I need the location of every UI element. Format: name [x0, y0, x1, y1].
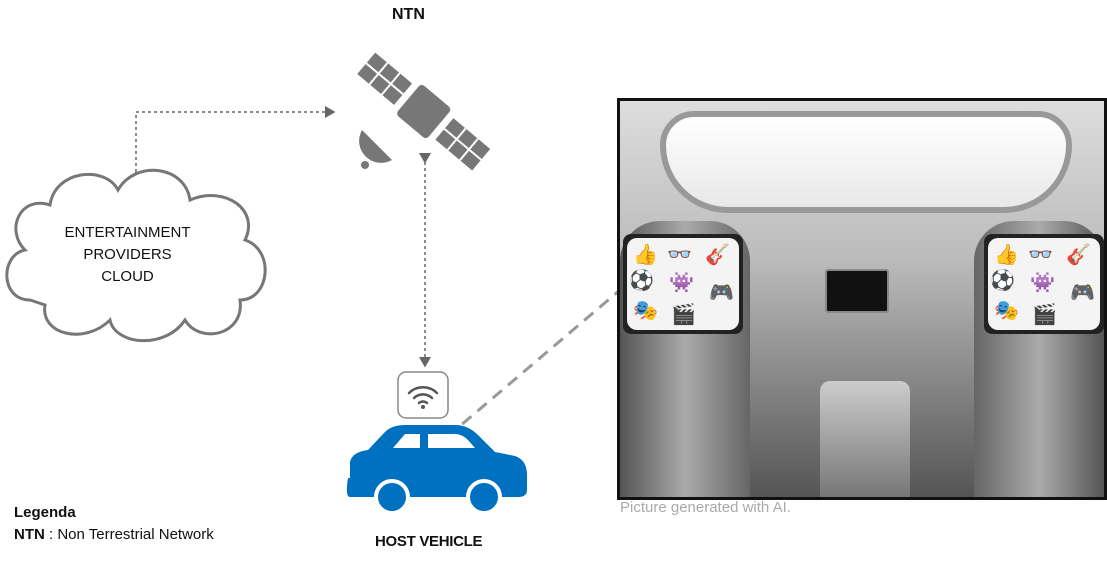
legend: Legenda NTN : Non Terrestrial Network	[14, 502, 214, 546]
guitar-icon: 🎸	[705, 244, 730, 266]
3d-glasses-icon: 👓	[1028, 244, 1053, 266]
guitar-icon: 🎸	[1066, 244, 1091, 266]
legend-title: Legenda	[14, 504, 76, 521]
cloud-label-line: PROVIDERS	[83, 246, 172, 263]
legend-definition: : Non Terrestrial Network	[44, 526, 214, 543]
theater-masks-icon: 🎭	[994, 300, 1019, 322]
creature-icon: 👾	[1030, 272, 1055, 294]
cloud-label-line: CLOUD	[101, 268, 154, 285]
creature-icon: 👾	[669, 272, 694, 294]
clapperboard-icon: 🎬	[671, 304, 696, 326]
photo-caption: Picture generated with AI.	[620, 499, 791, 516]
soccer-ball-icon: ⚽	[629, 270, 654, 292]
vehicle-screen-link	[446, 288, 621, 439]
cloud-icon	[5, 168, 267, 343]
satellite-label: NTN	[392, 6, 425, 23]
gamepad-icon: 🎮	[1070, 282, 1095, 304]
car-interior-photo: 👍 👓 🎸 ⚽ 👾 🎮 🎭 🎬 👍 👓 🎸 ⚽ 👾 🎮 🎭 🎬	[617, 98, 1107, 500]
thumbs-up-icon: 👍	[633, 244, 658, 266]
headrest-screen-left: 👍 👓 🎸 ⚽ 👾 🎮 🎭 🎬	[623, 234, 743, 334]
soccer-ball-icon: ⚽	[990, 270, 1015, 292]
center-display	[825, 269, 889, 313]
vehicle-icon	[346, 425, 527, 515]
legend-abbr: NTN	[14, 526, 45, 543]
3d-glasses-icon: 👓	[667, 244, 692, 266]
satellite-icon	[357, 52, 491, 171]
cloud-satellite-link	[130, 106, 336, 181]
cloud-label: ENTERTAINMENT PROVIDERS CLOUD	[30, 222, 225, 288]
gamepad-icon: 🎮	[709, 282, 734, 304]
clapperboard-icon: 🎬	[1032, 304, 1057, 326]
cloud-label-line: ENTERTAINMENT	[64, 224, 191, 241]
sunroof	[660, 111, 1072, 213]
thumbs-up-icon: 👍	[994, 244, 1019, 266]
vehicle-label: HOST VEHICLE	[375, 533, 483, 550]
headrest-screen-right: 👍 👓 🎸 ⚽ 👾 🎮 🎭 🎬	[984, 234, 1104, 334]
center-console	[820, 381, 910, 497]
theater-masks-icon: 🎭	[633, 300, 658, 322]
wifi-router-icon	[397, 371, 449, 419]
